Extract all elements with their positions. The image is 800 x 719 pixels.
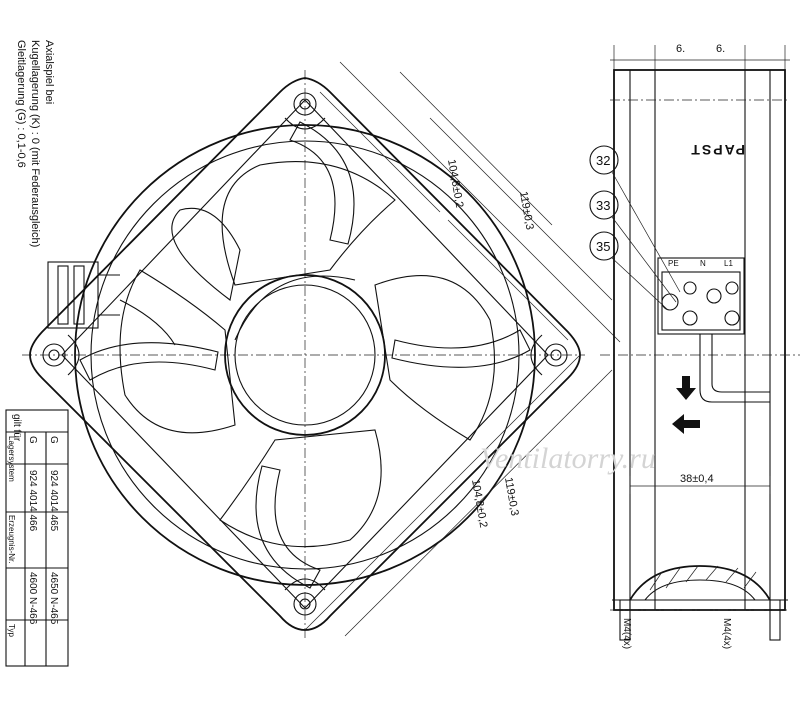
impeller-blades (119, 160, 495, 548)
col2-product-number: 924 4014 465 (48, 470, 59, 532)
thread-right-label: M4(4x) (721, 618, 732, 649)
dim-hole-spacing-bottom-label: 104,8±0,2 (469, 478, 489, 528)
terminal-l1: L1 (724, 259, 733, 268)
callout-33-label: 33 (596, 198, 610, 213)
dim-outer-bottom-label: 119±0,3 (502, 476, 521, 516)
depth-label: 38±0,4 (680, 473, 714, 485)
cable-gland (47, 261, 176, 346)
note-line-1: Axialspiel bei (43, 40, 55, 104)
mount-hole-right (530, 334, 568, 376)
col1-bearing: G (27, 436, 38, 444)
side-right-dim: 6. (716, 43, 725, 55)
dim-outer-top-label: 119±0,3 (517, 190, 536, 230)
table-border (5, 409, 69, 667)
side-frame (613, 69, 786, 611)
support-struts (79, 121, 531, 589)
label-product-number: Erzeugnis-Nr. (7, 515, 16, 563)
terminal-block: PE N L1 (657, 257, 770, 403)
terminal-pe: PE (668, 259, 679, 268)
col1-type: 4600 N-466 (27, 572, 38, 625)
note-line-3: Gleitlagerung (G) : 0,1-0,6 (15, 40, 27, 168)
brand-label: PAPST (689, 142, 745, 158)
motor-hub (224, 274, 386, 436)
terminal-n: N (700, 259, 706, 268)
mount-hole-bottom (284, 578, 326, 616)
note-line-2: Kugellagerung (K) : 0 (mit Federausgleic… (29, 40, 41, 247)
callout-32-label: 32 (596, 153, 610, 168)
col2-type: 4650 N-465 (48, 572, 59, 625)
callout-35: 35 (589, 231, 669, 311)
mount-hole-top (284, 92, 326, 130)
dim-hole-spacing-top-label: 104,8±0,2 (445, 158, 465, 208)
watermark: Ventilatorry.ru (480, 442, 656, 475)
flange-section (612, 565, 788, 641)
validity-table: gilt für Lagersystem Erzeugnis-Nr. Typ G… (5, 409, 69, 667)
label-type: Typ (7, 624, 16, 637)
axial-play-notes: Axialspiel bei Kugellagerung (K) : 0 (mi… (15, 40, 55, 247)
thread-left-label: M4(4x) (621, 618, 632, 649)
table-header: gilt für (11, 414, 22, 442)
callout-32: 32 (589, 145, 681, 293)
fan-side-view: 6. 6. PAPST PE N L1 (589, 43, 800, 649)
mount-hole-left (42, 334, 80, 376)
label-bearing-system: Lagersystem (7, 436, 16, 482)
callout-35-label: 35 (596, 239, 610, 254)
airflow-arrow-down-icon (676, 376, 696, 400)
dim-depth: 38±0,4 (629, 473, 771, 494)
col2-bearing: G (48, 436, 59, 444)
callout-33: 33 (589, 190, 677, 303)
col1-product-number: 924 4014 466 (27, 470, 38, 532)
side-left-dim: 6. (676, 43, 685, 55)
fan-front-view: 104,8±0,2 119±0,3 104,8±0,2 119±0,3 (22, 61, 621, 640)
dim-outer-top: 119±0,3 (339, 61, 621, 343)
airflow-arrow-left-icon (672, 414, 700, 434)
